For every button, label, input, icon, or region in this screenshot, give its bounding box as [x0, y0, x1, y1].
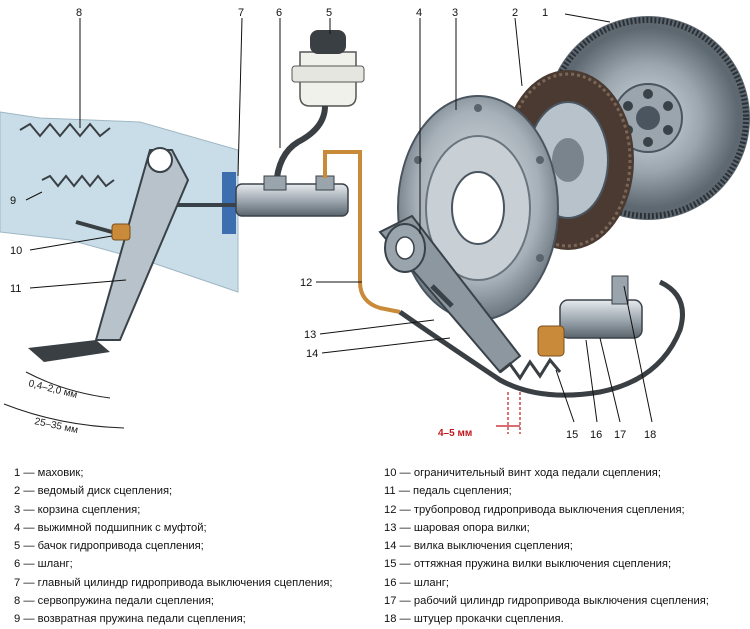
servo-spring	[19, 122, 111, 138]
callout-2: 2	[512, 7, 518, 19]
legend-item: 17 — рабочий цилиндр гидропривода выключ…	[384, 595, 709, 608]
clutch-basket	[397, 95, 559, 321]
callout-10: 10	[10, 245, 22, 257]
callout-17: 17	[614, 429, 626, 441]
reservoir	[291, 30, 365, 107]
callout-11: 11	[10, 283, 21, 295]
callout-1: 1	[542, 7, 548, 19]
master-cylinder	[150, 172, 349, 234]
legend-item: 12 — трубопровод гидропривода выключения…	[384, 503, 685, 516]
dimension-free-play: 0,4–2,0 мм	[27, 378, 78, 401]
clutch-diagram: 1 2 3 4 5 6 7 8 9 10 11 12 13 14 15 16 1…	[0, 7, 750, 441]
callout-5: 5	[326, 7, 332, 19]
legend-item: 11 — педаль сцепления;	[384, 485, 512, 498]
hydraulic-pipeline	[323, 150, 401, 314]
dimension-pedal-travel: 25–35 мм	[33, 416, 79, 436]
callout-3: 3	[452, 7, 458, 19]
legend-right: 10 — ограничительный винт хода педали сц…	[384, 464, 746, 629]
legend-item: 18 — штуцер прокачки сцепления.	[384, 613, 564, 626]
legend-item: 8 — сервопружина педали сцепления;	[14, 595, 214, 608]
slave-cylinder	[499, 275, 643, 381]
callout-12: 12	[300, 277, 312, 289]
legend-item: 16 — шланг;	[384, 576, 449, 589]
legend-item: 4 — выжимной подшипник с муфтой;	[14, 521, 207, 534]
legend-item: 2 — ведомый диск сцепления;	[14, 485, 173, 498]
legend-item: 5 — бачок гидропривода сцепления;	[14, 540, 204, 553]
legend-item: 13 — шаровая опора вилки;	[384, 521, 530, 534]
stop-screw	[75, 220, 131, 241]
legend-item: 3 — корзина сцепления;	[14, 503, 141, 516]
legend-item: 9 — возвратная пружина педали сцепления;	[14, 613, 246, 626]
callout-4: 4	[416, 7, 422, 19]
callout-16: 16	[590, 429, 602, 441]
callout-13: 13	[304, 329, 316, 341]
dimension-fork-gap: 4–5 мм	[438, 428, 472, 439]
legend-item: 14 — вилка выключения сцепления;	[384, 540, 573, 553]
callout-9: 9	[10, 195, 16, 207]
legend-item: 7 — главный цилиндр гидропривода выключе…	[14, 576, 333, 589]
callout-18: 18	[644, 429, 656, 441]
legend-left: 1 — маховик; 2 — ведомый диск сцепления;…	[14, 464, 384, 629]
legend-item: 1 — маховик;	[14, 467, 84, 479]
reservoir-hose	[273, 105, 328, 187]
clutch-pedal	[28, 147, 190, 362]
callout-7: 7	[238, 7, 244, 19]
legend-item: 15 — оттяжная пружина вилки выключения с…	[384, 558, 672, 571]
callout-15: 15	[566, 429, 578, 441]
firewall-panel	[0, 111, 239, 293]
callout-8: 8	[76, 7, 82, 19]
legend-item: 10 — ограничительный винт хода педали сц…	[384, 467, 661, 479]
release-bearing-and-fork	[378, 214, 522, 374]
callout-14: 14	[306, 348, 318, 360]
pipeline-hose	[398, 279, 685, 398]
callout-6: 6	[276, 7, 282, 19]
return-spring	[41, 174, 115, 188]
legend-item: 6 — шланг;	[14, 558, 73, 571]
